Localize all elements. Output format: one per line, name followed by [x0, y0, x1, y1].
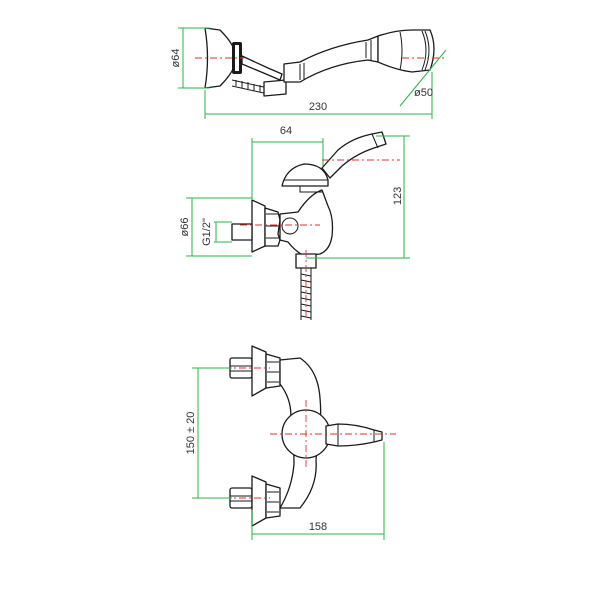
inlet-pipe [231, 223, 253, 241]
hose-stub [231, 79, 287, 97]
dim-depth: 64 [251, 125, 324, 200]
dim-holder-diameter: ø64 [170, 27, 210, 89]
top-view: 150 ± 20 158 [185, 345, 396, 540]
upper-inlet [229, 345, 281, 397]
hand-shower-view: ø64 230 ø50 [170, 27, 447, 119]
dim-flange-diameter: ø66 [179, 197, 252, 257]
dim-inlet-spacing: 150 ± 20 [185, 367, 232, 499]
label-depth: 64 [280, 125, 292, 137]
holder-arm [241, 55, 283, 81]
mixer-cap [281, 163, 329, 187]
dim-overall-length: 230 [204, 72, 433, 119]
label-head-diameter: ø50 [414, 87, 433, 99]
shower-handle [283, 35, 379, 83]
shower-head [377, 29, 435, 73]
dim-projection: 158 [251, 442, 385, 540]
label-inlet-spacing: 150 ± 20 [185, 412, 197, 455]
lock-nut [264, 207, 281, 247]
label-thread: G1/2" [201, 218, 213, 246]
dim-height: 123 [306, 135, 410, 259]
label-overall-length: 230 [309, 101, 327, 113]
dim-head-diameter: ø50 [399, 49, 447, 107]
label-holder-diameter: ø64 [170, 49, 182, 68]
lower-inlet [229, 475, 281, 527]
label-projection: 158 [309, 521, 327, 533]
wall-flange [251, 199, 266, 253]
mixer-body [279, 189, 334, 257]
label-flange-diameter: ø66 [179, 218, 191, 237]
mixer-lever [321, 131, 387, 179]
side-view: 64 123 ø66 G1/2" [179, 125, 410, 320]
top-lever [325, 423, 383, 447]
dim-thread: G1/2" [201, 218, 232, 246]
label-height: 123 [392, 187, 404, 205]
